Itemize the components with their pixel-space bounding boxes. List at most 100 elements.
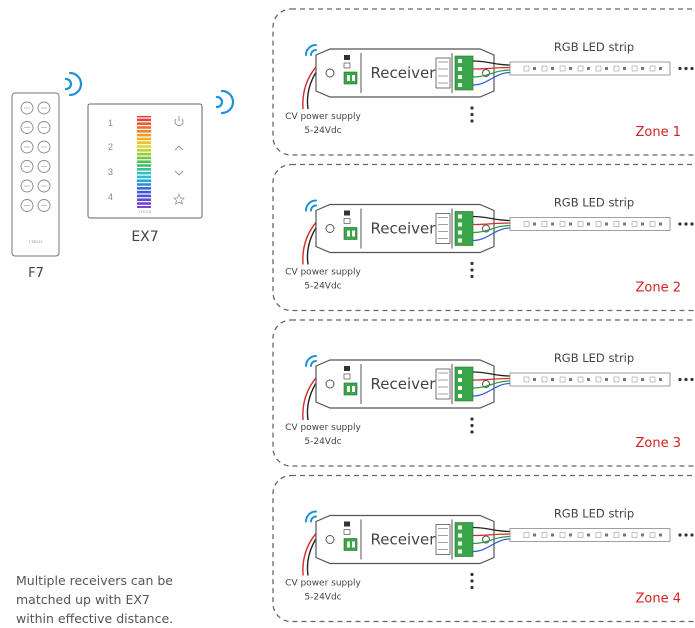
receiver-button (344, 366, 350, 371)
led-chip (631, 532, 638, 538)
led-chip (595, 221, 602, 227)
output-key-panel (435, 368, 451, 400)
led-resistor (605, 378, 608, 381)
power-label: CV power supply (285, 579, 361, 589)
zone-frame (272, 163, 695, 312)
terminal-slot (458, 222, 462, 227)
output-terminal (454, 55, 474, 91)
zone-key-4: 4 (108, 192, 113, 202)
wifi-icon (305, 510, 317, 523)
continuation-dot (678, 66, 682, 71)
ellipsis-dot (470, 579, 474, 583)
zone-frame (272, 474, 695, 623)
led-resistor (551, 533, 554, 537)
led-chip (577, 65, 584, 72)
led-resistor (587, 222, 590, 226)
led-resistor (569, 67, 572, 70)
led-chip (541, 65, 548, 72)
led-resistor (605, 67, 608, 70)
strip-label: RGB LED strip (554, 40, 634, 54)
voltage-label: 5-24Vdc (304, 282, 341, 292)
rgb-wire (472, 224, 511, 234)
rgb-wire (472, 71, 511, 86)
zone-label: Zone 3 (636, 436, 682, 451)
led-resistor (605, 533, 608, 537)
rgb-wire (472, 382, 511, 397)
receiver-button (344, 521, 350, 527)
note-line: matched up with EX7 (16, 592, 150, 607)
led-resistor (659, 378, 662, 381)
receiver-led (343, 62, 351, 69)
brightness-down-icon (174, 170, 184, 176)
led-resistor (623, 378, 626, 381)
terminal-slot (347, 386, 350, 392)
note-line: within effective distance. (16, 611, 174, 626)
led-chip (613, 532, 620, 538)
strip-label: RGB LED strip (554, 351, 634, 365)
zone-label: Zone 2 (636, 281, 682, 296)
ellipsis-dot (470, 106, 474, 110)
zone-frame (272, 319, 695, 467)
led-chip (577, 221, 584, 227)
power-icon (174, 116, 184, 127)
terminal-slot (458, 549, 462, 554)
continuation-dot (684, 222, 688, 226)
continuation-dot (678, 222, 682, 226)
led-resistor (551, 67, 554, 70)
zone-label: Zone 4 (636, 592, 682, 607)
receiver-led (343, 373, 351, 380)
led-resistor (569, 222, 572, 226)
terminal-slot (458, 214, 462, 219)
ellipsis-dot (470, 585, 474, 590)
led-chip (523, 532, 530, 538)
led-resistor (587, 378, 590, 381)
led-chip (631, 376, 638, 383)
terminal-slot (352, 386, 355, 392)
color-slider (137, 116, 151, 208)
zone-frame (272, 8, 695, 156)
rgb-wire (472, 69, 511, 78)
led-chip (631, 65, 638, 72)
rgb-wire (472, 535, 511, 545)
terminal-slot (347, 75, 350, 81)
ellipsis-dot (470, 572, 474, 577)
led-resistor (641, 533, 644, 537)
continuation-dot (690, 377, 694, 382)
led-chip (595, 376, 602, 383)
mount-hole (325, 68, 335, 78)
rgb-wire (472, 227, 511, 242)
led-resistor (641, 222, 644, 226)
wifi-icon (305, 199, 317, 212)
led-chip (541, 376, 548, 383)
led-chip (523, 221, 530, 227)
ellipsis-dot (470, 274, 474, 279)
power-wire-red (302, 377, 317, 421)
power-label: CV power supply (285, 112, 361, 122)
wifi-icon (305, 355, 317, 367)
led-resistor (623, 222, 626, 226)
continuation-dot (684, 377, 688, 382)
continuation-dot (684, 66, 688, 71)
led-chip (595, 65, 602, 72)
receiver-label: Receiver (371, 220, 437, 238)
power-wire-red (302, 533, 317, 576)
led-chip (559, 532, 566, 538)
power-label: CV power supply (285, 268, 361, 278)
power-label: CV power supply (285, 423, 361, 433)
wifi-icon (64, 71, 83, 97)
terminal-slot (458, 378, 462, 382)
led-resistor (551, 378, 554, 381)
ex7-brand-label: LTECH (139, 209, 152, 214)
continuation-dot (684, 533, 688, 537)
receiver-label: Receiver (371, 64, 437, 82)
led-chip (613, 65, 620, 72)
led-resistor (587, 67, 590, 70)
ellipsis-dot (470, 112, 474, 117)
ellipsis-dot (470, 430, 474, 434)
led-resistor (533, 222, 536, 226)
note-line: Multiple receivers can be (16, 573, 173, 588)
terminal-slot (458, 370, 462, 374)
